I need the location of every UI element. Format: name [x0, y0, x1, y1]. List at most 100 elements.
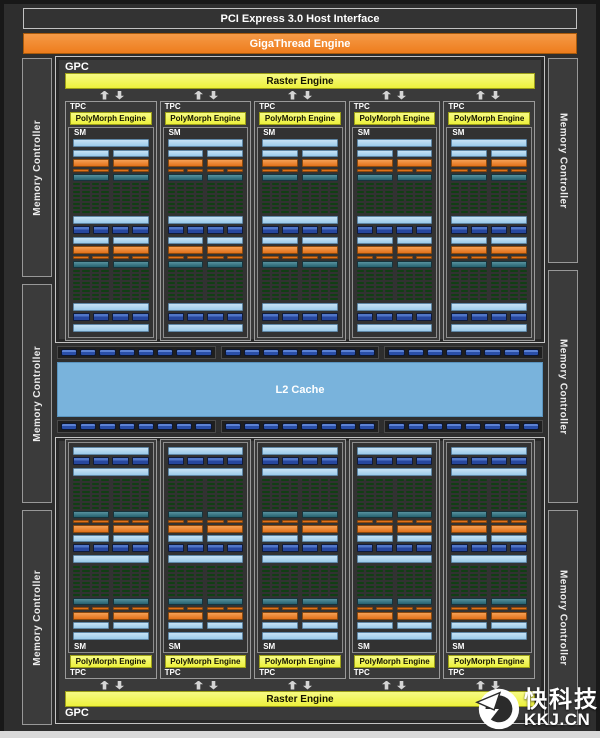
- cuda-core: [519, 203, 527, 205]
- down-arrow-icon: [397, 90, 406, 100]
- cuda-core-grid: [301, 270, 338, 300]
- rop-chip: [195, 349, 212, 356]
- load-store-unit: [321, 544, 338, 552]
- cuda-core: [320, 566, 329, 568]
- dispatch-unit: [321, 607, 338, 610]
- cuda-core: [186, 594, 194, 596]
- cuda-core: [356, 503, 365, 505]
- dispatch-units-bar: [396, 169, 433, 172]
- cuda-core: [207, 479, 215, 481]
- cuda-core: [366, 586, 374, 588]
- cuda-core: [415, 195, 423, 197]
- load-store-unit: [451, 226, 469, 234]
- dispatch-unit: [451, 256, 468, 259]
- cuda-core: [460, 495, 469, 497]
- warp-scheduler-bar: [491, 159, 527, 167]
- gpc-label: GPC: [65, 707, 89, 719]
- rop-chip: [320, 423, 337, 430]
- rop-chip: [484, 349, 501, 356]
- cuda-core: [73, 207, 81, 209]
- cuda-core: [330, 594, 338, 596]
- warp-scheduler-bar: [396, 612, 433, 620]
- register-file-bar: [167, 598, 204, 605]
- cuda-core: [500, 207, 509, 209]
- cuda-core: [82, 574, 90, 576]
- cuda-core: [406, 574, 414, 576]
- cuda-core: [470, 586, 478, 588]
- cuda-core: [320, 582, 329, 584]
- cuda-core: [141, 183, 149, 185]
- cuda-core: [101, 594, 109, 596]
- cuda-core: [460, 566, 469, 568]
- cuda-core: [406, 270, 414, 272]
- sm-processing-block: [451, 237, 488, 300]
- cuda-core: [262, 294, 270, 296]
- cuda-core: [226, 507, 234, 509]
- dispatch-unit: [396, 520, 413, 523]
- cuda-core: [177, 282, 185, 284]
- rop-partition: [220, 420, 380, 433]
- cuda-core: [301, 203, 310, 205]
- cuda-core: [510, 278, 518, 280]
- cuda-core: [271, 590, 280, 592]
- cuda-core: [385, 578, 393, 580]
- cuda-core: [470, 495, 478, 497]
- cuda-core-grid: [73, 566, 109, 596]
- cuda-core: [311, 582, 319, 584]
- dispatch-units-bar: [262, 256, 298, 259]
- rop-chip: [176, 349, 193, 356]
- cuda-core: [112, 503, 121, 505]
- dispatch-units-bar: [262, 520, 298, 523]
- cuda-core: [141, 479, 149, 481]
- cuda-core: [122, 187, 130, 189]
- cuda-core: [301, 566, 310, 568]
- cuda-core: [122, 298, 130, 300]
- cuda-core: [73, 183, 81, 185]
- cuda-core: [290, 294, 298, 296]
- cuda-core: [262, 491, 270, 493]
- cuda-core: [301, 590, 310, 592]
- cuda-core: [226, 570, 234, 572]
- load-store-unit: [510, 544, 527, 552]
- cuda-core: [112, 207, 121, 209]
- cuda-core: [510, 491, 518, 493]
- cuda-core: [271, 594, 280, 596]
- register-file-bar: [73, 511, 109, 518]
- cuda-core-grid: [207, 270, 244, 300]
- cuda-core: [177, 203, 185, 205]
- cuda-core: [479, 566, 488, 568]
- cuda-core: [510, 298, 518, 300]
- cuda-core: [112, 274, 121, 276]
- up-arrow-icon: [288, 90, 297, 100]
- sm-processing-block: [73, 479, 109, 542]
- cuda-core: [460, 503, 469, 505]
- cuda-core: [385, 479, 393, 481]
- load-store-row: [451, 544, 527, 552]
- cuda-core: [320, 594, 329, 596]
- texture-cache-bar: [356, 303, 433, 311]
- up-arrow-icon: [100, 680, 109, 690]
- load-store-row: [73, 544, 149, 552]
- cuda-core: [500, 274, 509, 276]
- cuda-core: [186, 195, 194, 197]
- cuda-core: [460, 582, 469, 584]
- load-store-unit: [451, 544, 469, 552]
- load-store-unit: [376, 313, 394, 321]
- cuda-core: [177, 499, 185, 501]
- cuda-core: [519, 491, 527, 493]
- cuda-core: [82, 582, 90, 584]
- arrow-pair: [253, 89, 347, 101]
- cuda-core: [479, 578, 488, 580]
- warp-scheduler-bar: [262, 246, 298, 254]
- cuda-core: [112, 586, 121, 588]
- cuda-core: [479, 590, 488, 592]
- cuda-core: [424, 491, 433, 493]
- warp-scheduler-bar: [301, 159, 338, 167]
- cuda-core: [470, 286, 478, 288]
- cuda-core: [406, 274, 414, 276]
- sm-processing-block-row: [451, 479, 527, 542]
- cuda-core: [424, 578, 433, 580]
- cuda-core: [311, 507, 319, 509]
